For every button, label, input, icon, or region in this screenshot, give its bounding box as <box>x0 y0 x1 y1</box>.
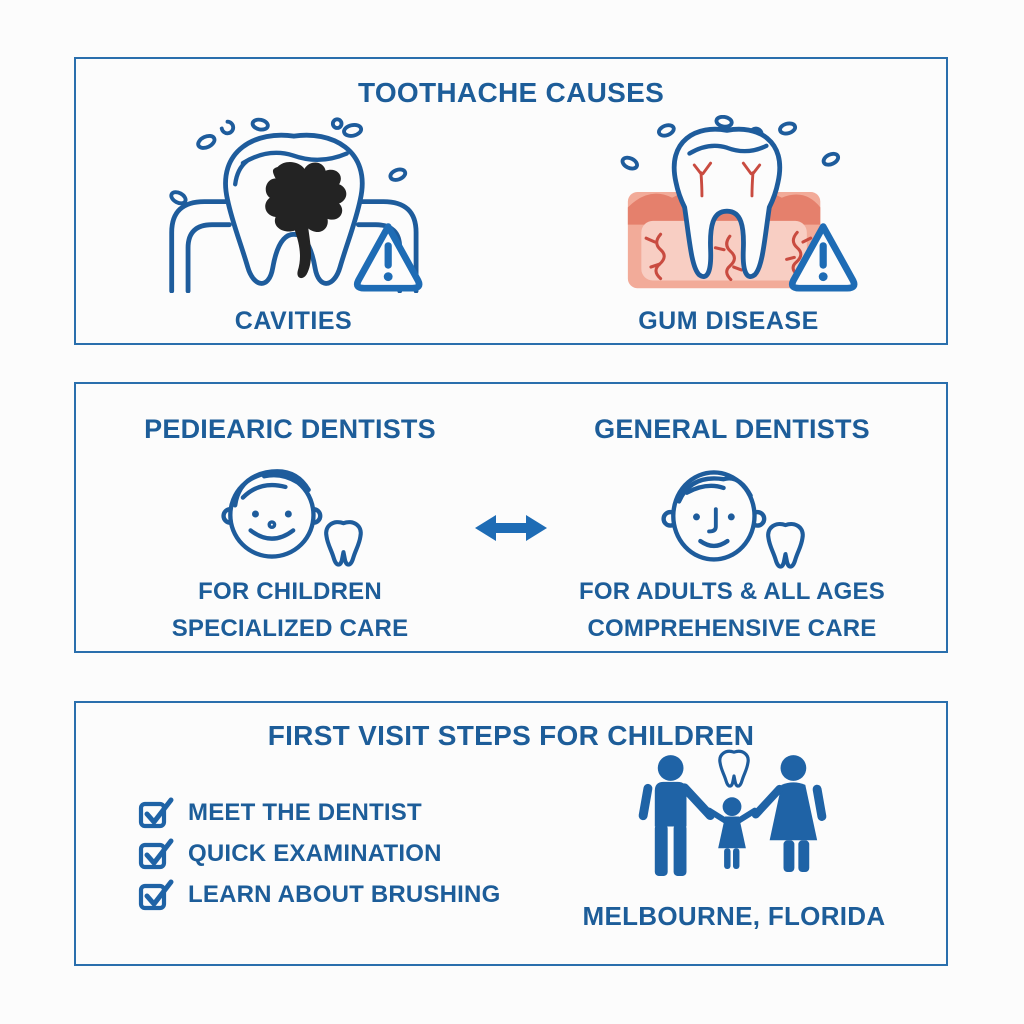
gum-disease-item: GUM DISEASE <box>533 111 925 336</box>
child-face-icon <box>221 469 364 567</box>
child-eye-left <box>252 510 260 518</box>
tooth-icon <box>324 520 364 567</box>
checklist-item: LEARN ABOUT BRUSHING <box>138 879 501 911</box>
blood-vessels <box>644 230 812 282</box>
family-column: MELBOURNE, FLORIDA <box>554 749 914 932</box>
germ-icons <box>168 117 407 206</box>
tooth-shine <box>232 150 349 187</box>
tooth-icon <box>766 522 806 569</box>
location-label: MELBOURNE, FLORIDA <box>582 901 886 931</box>
checklist-item: QUICK EXAMINATION <box>138 838 500 870</box>
tooth-icon <box>718 749 750 788</box>
first-visit-title: FIRST VISIT STEPS FOR CHILDREN <box>267 720 755 751</box>
cavity-spot <box>264 162 346 279</box>
adult-face-icon <box>661 470 806 569</box>
toothache-causes-panel: TOOTHACHE CAUSES <box>74 57 948 345</box>
adult-smile <box>698 538 730 549</box>
cavities-label: CAVITIES <box>234 307 353 335</box>
adult-nose <box>707 507 718 534</box>
warning-icon <box>788 223 858 292</box>
child-nose <box>267 520 277 530</box>
general-line2: COMPREHENSIVE CARE <box>587 615 877 642</box>
gum-disease-label: GUM DISEASE <box>638 307 819 335</box>
checklist-item: MEET THE DENTIST <box>138 797 500 829</box>
adult-eye-left <box>693 513 701 521</box>
checkbox-checked-icon <box>138 879 174 911</box>
tooth-outline <box>671 126 782 279</box>
causes-row: CAVITIES <box>76 111 946 336</box>
double-arrow-icon <box>475 515 547 541</box>
first-visit-checklist: MEET THE DENTIST QUICK EXAMINATION LEARN… <box>138 797 501 911</box>
gum-disease-icon <box>620 115 858 292</box>
pediatric-line2: SPECIALIZED CARE <box>171 615 409 642</box>
general-dentists-column: GENERAL DENTISTS FOR ADULTS & ALL AGES C… <box>532 384 932 647</box>
checkbox-checked-icon <box>138 838 174 870</box>
pediatric-dentists-column: PEDIEARIC DENTISTS FOR CHILDREN SPECIALI… <box>90 384 490 647</box>
general-line1: FOR ADULTS & ALL AGES <box>579 578 885 605</box>
child-hair <box>233 469 312 508</box>
child-figure <box>706 797 758 870</box>
checklist-label: MEET THE DENTIST <box>188 798 422 826</box>
divider-arrow-wrap <box>472 511 550 550</box>
checklist-label: QUICK EXAMINATION <box>188 839 442 867</box>
checklist-label: LEARN ABOUT BRUSHING <box>188 880 501 908</box>
general-dentists-title: GENERAL DENTISTS <box>594 414 870 444</box>
adult-hair <box>677 476 754 504</box>
pediatric-dentists-title: PEDIEARIC DENTISTS <box>144 414 436 444</box>
child-eye-right <box>285 510 293 518</box>
pediatric-line1: FOR CHILDREN <box>198 578 382 605</box>
toothache-causes-title: TOOTHACHE CAUSES <box>357 77 665 108</box>
adult-eye-right <box>728 513 735 521</box>
cavities-item: CAVITIES <box>98 111 490 336</box>
first-visit-panel: FIRST VISIT STEPS FOR CHILDREN MEET THE … <box>74 701 948 966</box>
dentist-types-panel: PEDIEARIC DENTISTS FOR CHILDREN SPECIALI… <box>74 382 948 653</box>
father-figure <box>638 755 715 876</box>
warning-icon <box>353 223 423 292</box>
child-smile <box>248 528 296 541</box>
tooth-shine <box>686 143 769 156</box>
root-pulp-vessels <box>692 161 761 198</box>
family-icon <box>638 749 827 876</box>
checkbox-checked-icon <box>138 797 174 829</box>
cavity-tooth-icon <box>168 117 423 293</box>
mother-figure <box>751 755 827 872</box>
